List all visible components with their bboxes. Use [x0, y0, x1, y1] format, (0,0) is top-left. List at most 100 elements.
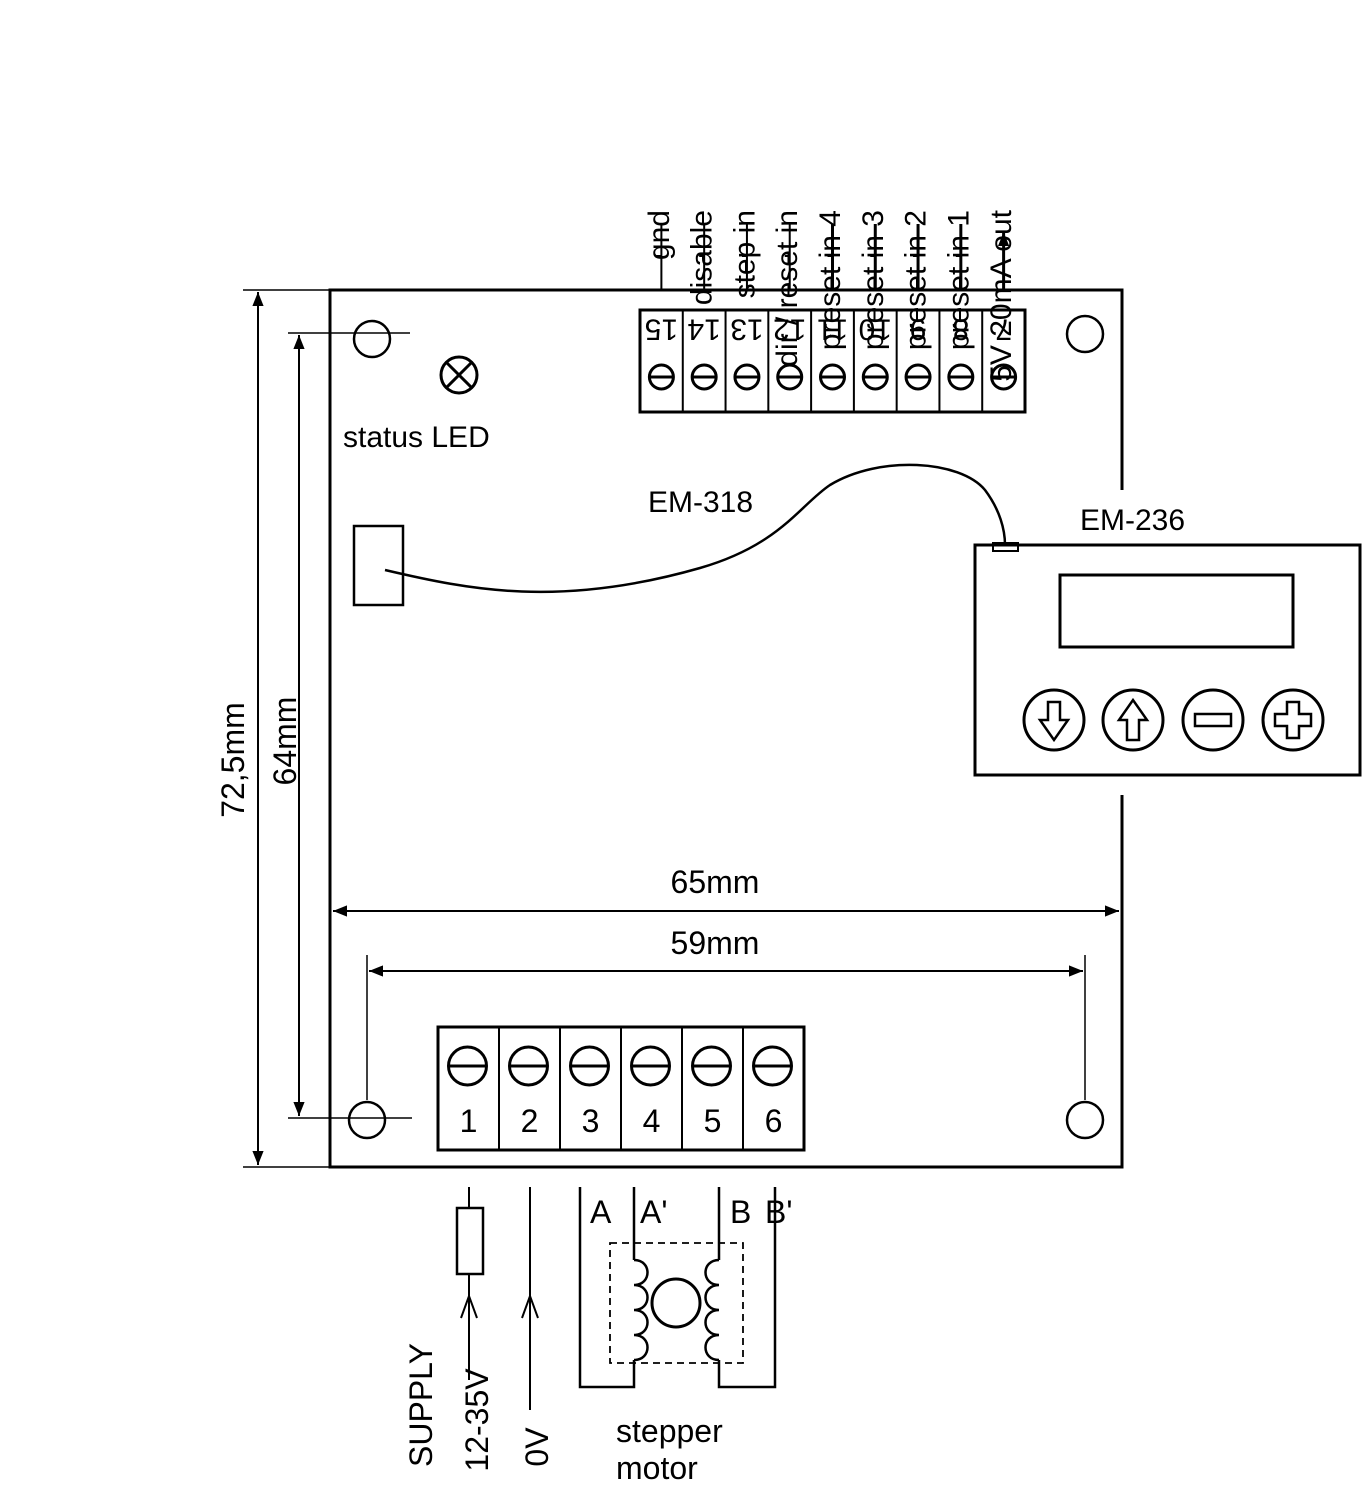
- screw-terminal-icon: [947, 363, 975, 391]
- signal-label: gnd: [643, 210, 676, 260]
- em236-label: EM-236: [1080, 504, 1185, 537]
- motor-housing: [609, 1242, 744, 1364]
- terminal-7[interactable]: 7: [981, 310, 1018, 412]
- signal-label: preset in 2: [900, 210, 933, 350]
- terminal-number: 13: [730, 313, 763, 346]
- motor-rotor: [650, 1277, 702, 1329]
- winding-b-prime-label: B': [765, 1194, 792, 1230]
- terminal-4[interactable]: 4: [620, 1027, 671, 1150]
- terminal-number: 3: [582, 1103, 600, 1139]
- screw-terminal-icon: [990, 363, 1018, 391]
- screw-terminal-icon: [691, 1045, 732, 1087]
- terminal-12[interactable]: 12: [767, 310, 806, 412]
- terminal-15[interactable]: 15: [645, 313, 678, 391]
- zero-volt-label: 0V: [519, 1427, 555, 1467]
- terminal-5[interactable]: 5: [681, 1027, 732, 1150]
- terminal-number: 2: [521, 1103, 539, 1139]
- mounting-holes: [347, 314, 1105, 1140]
- screw-terminal-icon: [752, 1045, 793, 1087]
- terminal-number: 6: [765, 1103, 783, 1139]
- screw-terminal-icon: [690, 363, 718, 391]
- height-inner-label: 64mm: [267, 697, 303, 786]
- screw-terminal-icon: [508, 1045, 549, 1087]
- terminal-number: 15: [645, 313, 678, 346]
- stepper-label-line1: stepper: [616, 1413, 723, 1449]
- down-arrow-button[interactable]: [1022, 688, 1086, 752]
- stepper-motor: [578, 1187, 777, 1389]
- supply-wiring: [455, 1187, 539, 1410]
- plus-icon: [1273, 700, 1313, 740]
- supply-arrow-icon: [460, 1293, 478, 1319]
- board-outline: [328, 288, 1124, 1169]
- em318-label: EM-318: [648, 486, 753, 519]
- terminal-3[interactable]: 3: [559, 1027, 610, 1150]
- terminal-number: 12: [773, 313, 806, 346]
- minus-icon: [1193, 712, 1233, 728]
- terminal-number: 4: [643, 1103, 661, 1139]
- em318-connector: [352, 524, 405, 607]
- signal-label: disable: [686, 210, 719, 305]
- dimension-lines: [243, 289, 1119, 1168]
- bottom-terminal-block: 1 2 3 4 5 6: [436, 1025, 806, 1152]
- screw-terminal-icon: [733, 363, 761, 391]
- terminal-number: 8: [952, 313, 969, 346]
- mounting-hole: [352, 319, 392, 359]
- terminal-8[interactable]: 8: [938, 310, 975, 412]
- winding-a-label: A: [590, 1194, 612, 1230]
- screw-terminal-icon: [861, 363, 889, 391]
- winding-b-label: B: [730, 1194, 751, 1230]
- mounting-hole: [347, 1100, 387, 1140]
- screw-terminal-icon: [776, 363, 804, 391]
- terminal-number: 5: [704, 1103, 722, 1139]
- signal-label: preset in 3: [857, 210, 890, 350]
- fuse: [455, 1206, 485, 1276]
- winding-a-prime-label: A': [640, 1194, 667, 1230]
- width-inner-label: 59mm: [671, 925, 760, 961]
- terminal-11[interactable]: 11: [810, 310, 848, 412]
- screw-terminal-icon: [447, 1045, 488, 1087]
- terminal-number: 11: [817, 313, 848, 346]
- em236-module: [973, 542, 1362, 777]
- screw-terminal-icon: [647, 363, 675, 391]
- signal-label: step in: [728, 210, 761, 298]
- mounting-hole: [1065, 314, 1105, 354]
- status-led-icon: [439, 355, 479, 395]
- terminal-number: 10: [859, 313, 892, 346]
- terminal-13[interactable]: 13: [724, 310, 764, 412]
- coil-a: [633, 1258, 649, 1362]
- minus-button[interactable]: [1181, 688, 1245, 752]
- terminal-number: 14: [687, 313, 720, 346]
- signal-label: preset in 4: [814, 210, 847, 350]
- terminal-14[interactable]: 14: [681, 310, 721, 412]
- signal-label: 5V 20mA out: [985, 209, 1018, 381]
- screw-terminal-icon: [569, 1045, 610, 1087]
- supply-voltage-label: 12-35V: [459, 1368, 495, 1472]
- terminal-6[interactable]: 6: [742, 1027, 793, 1150]
- terminal-number: 1: [460, 1103, 478, 1139]
- terminal-10[interactable]: 10: [852, 310, 892, 412]
- terminal-1[interactable]: 1: [447, 1045, 488, 1139]
- mounting-hole: [1065, 1100, 1105, 1140]
- terminal-number: 7: [995, 313, 1012, 346]
- down-arrow-icon: [1037, 700, 1071, 743]
- width-outer-label: 65mm: [671, 864, 760, 900]
- ground-arrow-icon: [521, 1293, 539, 1319]
- lcd-screen: [1058, 573, 1295, 649]
- signal-label: preset in 1: [942, 210, 975, 350]
- coil-b: [704, 1258, 720, 1362]
- height-outer-label: 72,5mm: [215, 702, 251, 818]
- terminal-9[interactable]: 9: [895, 310, 932, 412]
- terminal-2[interactable]: 2: [498, 1027, 549, 1150]
- up-arrow-icon: [1116, 697, 1150, 742]
- up-arrow-button[interactable]: [1101, 688, 1165, 752]
- status-led-label: status LED: [343, 421, 490, 454]
- plus-button[interactable]: [1261, 688, 1325, 752]
- em318-cable: [384, 463, 1007, 594]
- terminal-number: 9: [910, 313, 927, 346]
- signal-label: dir / reset in: [771, 210, 804, 367]
- screw-terminal-icon: [630, 1045, 671, 1087]
- stepper-label-line2: motor: [616, 1450, 698, 1486]
- screw-terminal-icon: [819, 363, 846, 391]
